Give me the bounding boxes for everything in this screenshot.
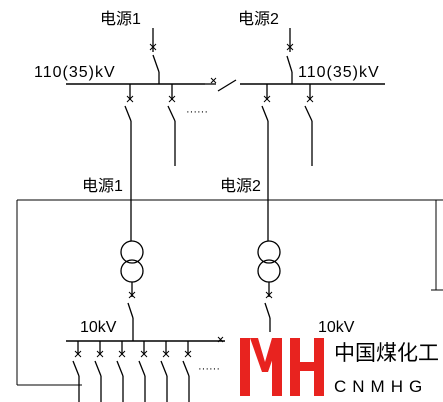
lv-bus-tie-switch xyxy=(217,336,224,343)
top-source-1-label: 电源1 xyxy=(100,10,141,28)
lv-feeder-5 xyxy=(160,341,170,402)
hv-voltage-right-label: 110(35)kV xyxy=(298,64,380,81)
hv-feeder-left-2 xyxy=(167,84,176,166)
top-source-2-label: 电源2 xyxy=(238,10,279,28)
mid-source-1-label: 电源1 xyxy=(82,177,123,195)
lv-feeder-4 xyxy=(138,341,148,402)
lv-voltage-left-label: 10kV xyxy=(80,319,117,336)
lv-voltage-right-label: 10kV xyxy=(318,319,355,336)
hv-feeder-left-1 xyxy=(124,84,134,200)
lv-feeder-dots: ······ xyxy=(198,363,220,375)
source-1-incoming-switch xyxy=(149,28,160,84)
mh-logo-icon xyxy=(240,338,324,396)
substation-boundary xyxy=(16,199,443,386)
transformer-2 xyxy=(257,200,281,341)
watermark-subtitle: CNMHG xyxy=(334,377,428,396)
lv-feeder-3 xyxy=(116,341,126,402)
hv-feeder-dots: ······ xyxy=(186,106,208,118)
hv-feeder-right-1 xyxy=(261,84,271,200)
hv-voltage-left-label: 110(35)kV xyxy=(34,64,116,81)
source-2-incoming-switch xyxy=(286,28,294,84)
lv-feeder-1 xyxy=(72,341,82,402)
watermark: 中国煤化工 CNMHG xyxy=(232,332,443,402)
watermark-title: 中国煤化工 xyxy=(334,342,439,365)
mid-source-2-label: 电源2 xyxy=(220,177,261,195)
transformer-1 xyxy=(120,200,144,341)
hv-bus-tie-switch xyxy=(205,77,237,92)
lv-feeder-2 xyxy=(94,341,104,402)
hv-feeder-right-2 xyxy=(304,84,314,166)
lv-feeder-6 xyxy=(182,341,192,402)
